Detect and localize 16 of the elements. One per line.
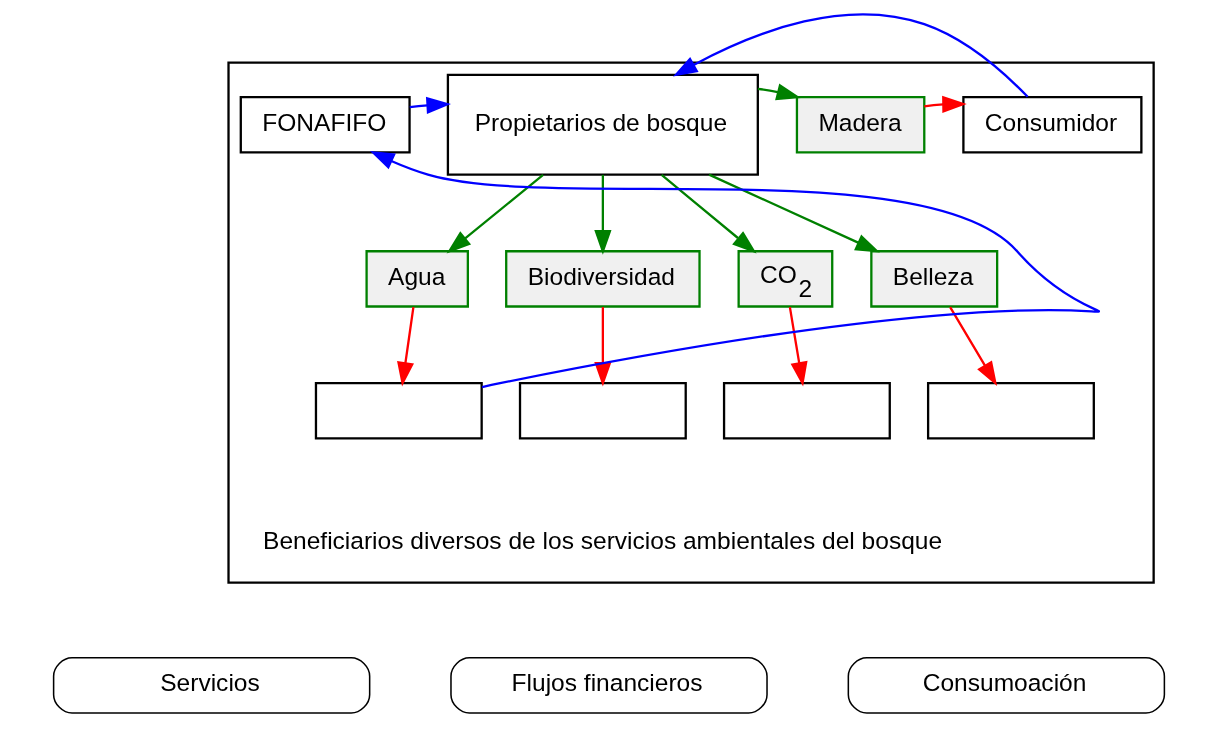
legend-label: Consumoación <box>922 669 1086 697</box>
node-box: Consumidor <box>961 95 1142 154</box>
node-box <box>518 382 687 440</box>
legend-label: Servicios <box>159 669 260 697</box>
arrow <box>923 95 967 113</box>
label: Beneficiarios diversos de los servicios ambientales del bosque <box>262 526 942 554</box>
node-box: Madera <box>795 95 925 154</box>
node-box <box>314 382 483 440</box>
node-box <box>722 382 891 440</box>
legend-label: Flujos financieros <box>511 669 702 697</box>
arrow <box>672 13 1028 98</box>
node-box: Propietarios de bosque <box>446 73 759 176</box>
node-box: FONAFIFO <box>239 95 411 154</box>
arrow <box>757 83 801 101</box>
node-box <box>926 382 1095 440</box>
arrow <box>409 96 451 115</box>
